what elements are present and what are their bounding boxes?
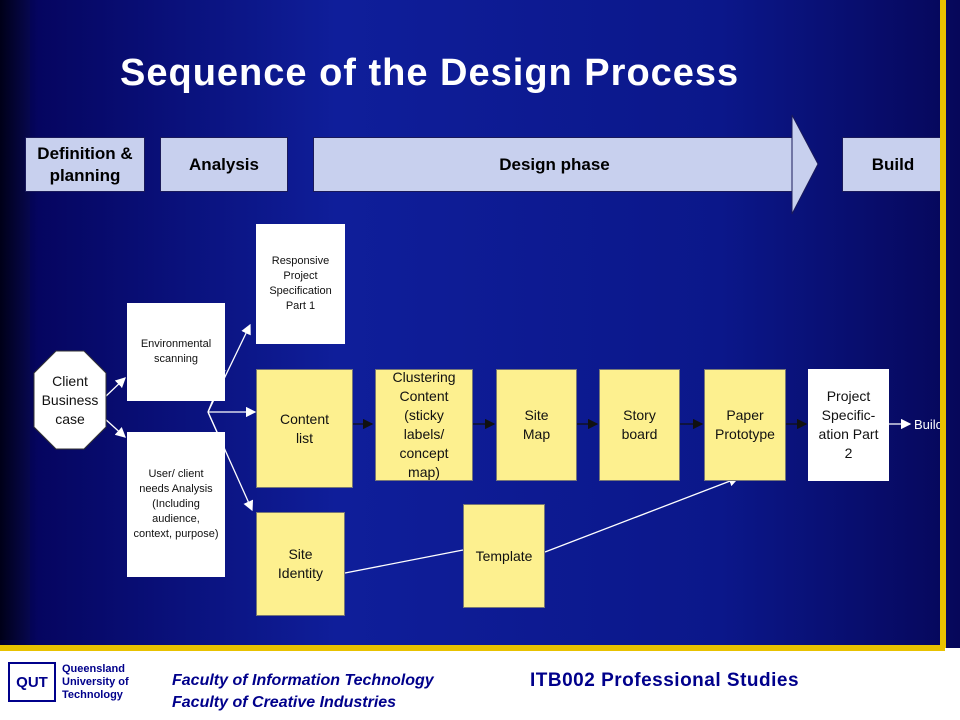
node-paper-prototype: Paper Prototype <box>704 369 786 481</box>
phase-design: Design phase <box>313 137 795 192</box>
faculty-it: Faculty of Information Technology <box>172 672 434 689</box>
node-environmental-scanning: Environmental scanning <box>127 303 225 401</box>
node-project-spec-part2: Project Specific- ation Part 2 <box>808 369 889 481</box>
node-client-label: Client Business case <box>41 372 99 427</box>
qut-logo-text: Queensland University of Technology <box>62 663 129 701</box>
node-site-identity-label: Site Identity <box>277 546 324 581</box>
faculty-ci: Faculty of Creative Industries <box>172 694 397 711</box>
arrow-client-to-user-needs <box>103 417 126 438</box>
node-clustering-label: Clustering Content (sticky labels/ conce… <box>392 369 456 480</box>
footer <box>0 648 960 720</box>
arrow-client-to-environmental <box>103 377 126 399</box>
phase-analysis: Analysis <box>160 137 288 192</box>
node-environmental-label: Environmental scanning <box>140 338 212 365</box>
node-client-business-case: Client Business case <box>34 351 106 449</box>
slide-title: Sequence of the Design Process <box>120 52 740 94</box>
phase-design-label: Design phase <box>499 154 610 174</box>
node-paper-prototype-label: Paper Prototype <box>715 407 775 442</box>
node-user-needs-analysis: User/ client needs Analysis (Including a… <box>127 432 225 577</box>
node-responsive-label: Responsive Project Specification Part 1 <box>269 255 332 312</box>
phase-build-label: Build <box>871 154 915 174</box>
right-accent-bar <box>940 0 946 652</box>
node-responsive-spec: Responsive Project Specification Part 1 <box>256 224 345 344</box>
phase-definition-label: Definition & planning <box>37 143 133 185</box>
course-title: ITB002 Professional Studies <box>530 670 800 691</box>
qut-logo-abbr: QUT <box>16 673 48 691</box>
node-site-map: Site Map <box>496 369 577 481</box>
phase-analysis-label: Analysis <box>189 154 259 174</box>
client-octagon-shape <box>33 350 107 450</box>
left-dark-bar <box>0 0 30 640</box>
arrow-template-to-paper-prototype <box>544 476 740 553</box>
node-clustering-content: Clustering Content (sticky labels/ conce… <box>375 369 473 481</box>
node-content-list: Content list <box>256 369 353 488</box>
node-template: Template <box>463 504 545 608</box>
node-story-board-label: Story board <box>621 407 658 442</box>
node-site-map-label: Site Map <box>522 407 551 442</box>
qut-logo-mark: QUT <box>8 662 56 702</box>
node-template-label: Template <box>475 547 533 564</box>
phase-definition: Definition & planning <box>25 137 145 192</box>
phase-build: Build <box>842 137 944 192</box>
node-content-list-label: Content list <box>279 410 330 446</box>
build-endpoint-label: Build <box>914 417 943 432</box>
node-site-identity: Site Identity <box>256 512 345 616</box>
node-story-board: Story board <box>599 369 680 481</box>
footer-accent-line <box>0 645 945 651</box>
qut-logo: QUT Queensland University of Technology <box>8 660 168 710</box>
node-user-needs-label: User/ client needs Analysis (Including a… <box>133 468 219 540</box>
node-project-spec-label: Project Specific- ation Part 2 <box>818 388 879 461</box>
line-site-identity-to-template <box>344 549 464 574</box>
